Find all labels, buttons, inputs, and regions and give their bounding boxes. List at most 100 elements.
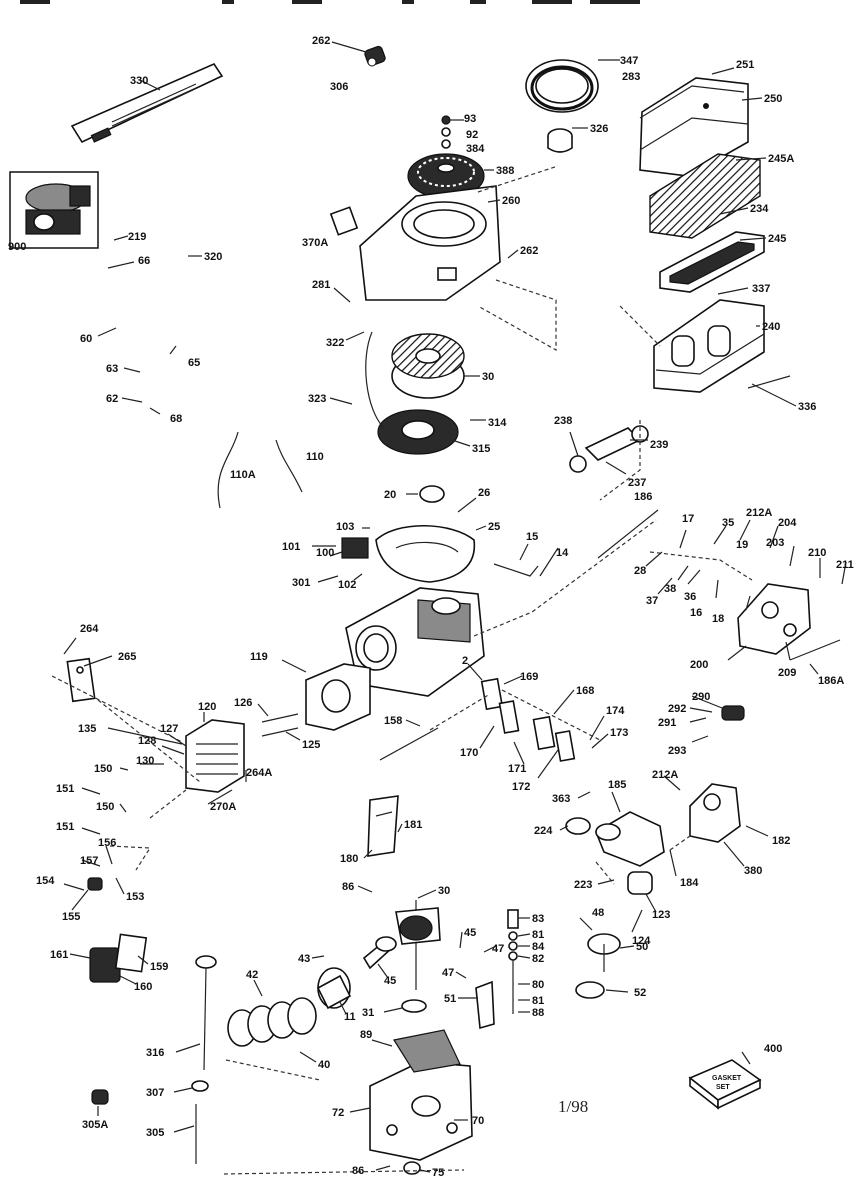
gasket-170: [498, 700, 520, 734]
dipstick-316: [195, 955, 217, 1071]
callout-45b: 45: [384, 975, 396, 987]
callout-204: 204: [778, 517, 797, 529]
callout-211: 211: [836, 559, 854, 571]
assembly-lines: [51, 165, 753, 1175]
callout-250: 250: [764, 93, 782, 105]
callout-89: 89: [360, 1029, 372, 1041]
callout-36: 36: [684, 591, 696, 603]
decal-370A: [329, 206, 359, 236]
callout-127: 127: [160, 723, 178, 735]
foam-filter-245A: [649, 153, 761, 239]
callout-92: 92: [466, 129, 478, 141]
part-123: [627, 871, 653, 895]
callout-370A: 370A: [302, 237, 328, 249]
governor-bracket-25: [375, 525, 476, 583]
callout-316: 316: [146, 1047, 164, 1059]
callout-320: 320: [204, 251, 222, 263]
callout-40: 40: [318, 1059, 330, 1071]
callout-172: 172: [512, 781, 530, 793]
callout-264: 264: [80, 623, 99, 635]
callout-212A-lower: 212A: [652, 769, 678, 781]
muffler-160: [89, 933, 148, 983]
oil-slinger-50: [587, 933, 621, 972]
callout-26: 26: [478, 487, 490, 499]
callout-290: 290: [692, 691, 710, 703]
callout-169: 169: [520, 671, 538, 683]
bolt-125: [261, 727, 299, 737]
callout-153: 153: [126, 891, 144, 903]
callout-65: 65: [188, 357, 200, 369]
governor-51: [475, 980, 495, 1030]
callout-25: 25: [488, 521, 500, 533]
callout-238: 238: [554, 415, 572, 427]
callout-28: 28: [634, 565, 646, 577]
callout-62: 62: [106, 393, 118, 405]
alternator-315: [365, 331, 459, 455]
callout-347: 347: [620, 55, 638, 67]
gasket-265: [66, 657, 96, 703]
callout-51: 51: [444, 993, 456, 1005]
bracket-180: [367, 795, 399, 857]
callout-47b: 47: [442, 967, 454, 979]
callout-223: 223: [574, 879, 592, 891]
callout-18: 18: [712, 613, 724, 625]
callout-156: 156: [98, 837, 116, 849]
leader-lines: [63, 41, 847, 1173]
callout-50: 50: [636, 941, 648, 953]
callout-128: 128: [138, 735, 156, 747]
callout-20: 20: [384, 489, 396, 501]
callout-60: 60: [80, 333, 92, 345]
callout-123: 123: [652, 909, 670, 921]
callout-157: 157: [80, 855, 98, 867]
flywheel-30: [391, 333, 465, 399]
callout-84: 84: [532, 941, 545, 953]
callout-210: 210: [808, 547, 826, 559]
callout-130: 130: [136, 755, 154, 767]
gasket-168: [532, 715, 556, 751]
plug-326: [547, 128, 573, 153]
callout-125: 125: [302, 739, 320, 751]
callout-82: 82: [532, 953, 544, 965]
callout-264A: 264A: [246, 767, 272, 779]
callout-174: 174: [606, 705, 625, 717]
callout-159: 159: [150, 961, 168, 973]
callout-31: 31: [362, 1007, 374, 1019]
callout-182: 182: [772, 835, 790, 847]
gasket-set-box-400: GASKET SET: [688, 1059, 762, 1110]
page-footnote: 1/98: [558, 1097, 588, 1116]
rotating-screen-388: [407, 115, 485, 199]
connecting-rod-45: [362, 936, 397, 970]
callout-19: 19: [736, 539, 748, 551]
callout-326: 326: [590, 123, 608, 135]
plug-75: [403, 1161, 421, 1175]
callout-305: 305: [146, 1127, 164, 1139]
callout-102: 102: [338, 579, 356, 591]
callout-48: 48: [592, 907, 604, 919]
bolt-126: [261, 713, 299, 723]
callout-315: 315: [472, 443, 490, 455]
callout-388: 388: [496, 165, 514, 177]
callout-158: 158: [384, 715, 402, 727]
callout-86b: 86: [352, 1165, 364, 1177]
callout-93: 93: [464, 113, 476, 125]
governor-100: [341, 537, 369, 559]
callout-293: 293: [668, 745, 686, 757]
gasket-169: [480, 677, 504, 711]
callout-234: 234: [750, 203, 769, 215]
callout-260: 260: [502, 195, 520, 207]
callout-88: 88: [532, 1007, 544, 1019]
callout-135: 135: [78, 723, 96, 735]
callout-2: 2: [462, 655, 468, 667]
callout-240: 240: [762, 321, 780, 333]
callout-203: 203: [766, 537, 784, 549]
crankshaft-30: [395, 900, 441, 990]
paper-filter-245: [659, 231, 765, 293]
callout-400: 400: [764, 1043, 782, 1055]
callout-124: 124: [632, 935, 651, 947]
callout-17: 17: [682, 513, 694, 525]
blower-housing-260: [359, 185, 501, 301]
callout-110: 110: [306, 451, 324, 463]
ring-283: [525, 59, 599, 113]
callout-219: 219: [128, 231, 146, 243]
